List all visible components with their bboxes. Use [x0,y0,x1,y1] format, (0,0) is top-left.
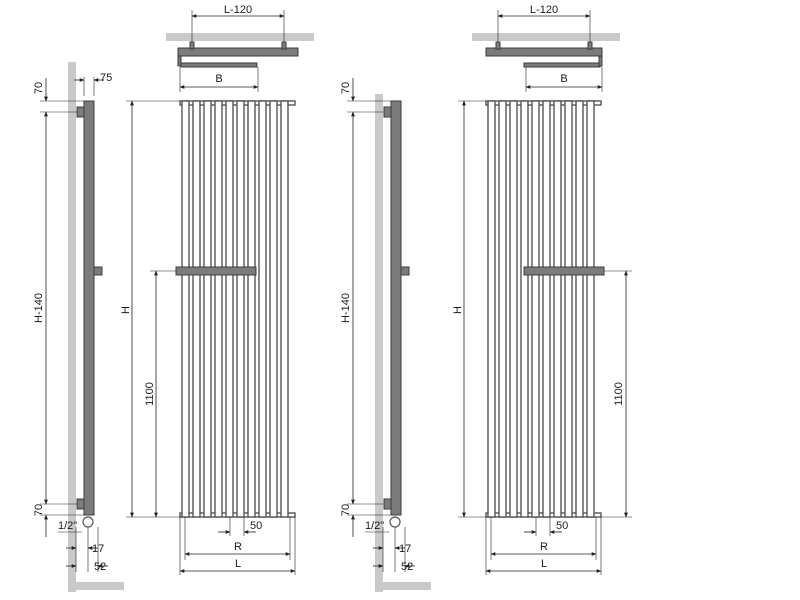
right-connection-label: 1/2" [365,520,384,532]
left-ceiling-wall [166,33,314,41]
right-ceiling-wall [472,33,620,41]
left-pipe-span-label: R [234,541,242,553]
right-top-mounting-rail [485,47,603,57]
left-tube-2 [192,100,201,518]
right-towel-bar [523,266,605,276]
right-tube-5 [531,100,540,518]
left-top-view: L-120 B [166,4,314,92]
left-tube-3 [203,100,212,518]
right-height-label: H [452,306,464,314]
right-lower-wall-bracket [383,498,392,510]
right-tube-3 [509,100,518,518]
left-front-view: H 1100 50 R L [120,100,296,575]
right-side-radiator-body [390,100,402,516]
left-tube-9 [269,100,278,518]
right-tube-9 [575,100,584,518]
left-top-mounting-rail [177,47,299,57]
left-wall [68,62,76,592]
right-tube-1 [487,100,496,518]
left-lower-wall-bracket [76,498,85,510]
right-tube-4 [520,100,529,518]
right-tube-6 [542,100,551,518]
left-pipe-gap-label: 50 [250,520,262,532]
left-connection-label: 1/2" [58,520,77,532]
left-top-bracket-b [281,41,287,50]
right-top-bracket-b [587,41,593,50]
right-bottom-offset-label: 70 [340,504,352,516]
left-side-view: 75 70 H-140 70 1/2" 17 52 [33,62,124,592]
right-tube-7 [553,100,562,518]
right-tube-8 [564,100,573,518]
left-tube-5 [225,100,234,518]
right-pipe-span-label: R [540,541,548,553]
left-tube-7 [247,100,256,518]
left-top-bracket-a [189,41,195,50]
right-valve-connector [389,516,401,528]
right-top-side-profile [598,55,603,67]
left-depth-label: 75 [100,72,112,84]
right-tube-10 [586,100,595,518]
right-floor [375,582,431,590]
left-tube-6 [236,100,245,518]
right-wall [375,94,383,592]
left-variant: 75 70 H-140 70 1/2" 17 52 [33,4,314,592]
left-tube-1 [181,100,190,518]
right-tube-2 [498,100,507,518]
left-tube-4 [214,100,223,518]
right-towel-bar-height-label: 1100 [613,382,625,406]
left-floor [68,582,124,590]
left-towel-bar-profile [93,266,103,276]
left-towel-bar-height-label: 1100 [144,382,156,406]
right-variant: 70 H-140 70 1/2" 17 52 L-1 [340,4,632,592]
right-bracket-spacing-label: L-120 [530,4,558,16]
right-width-label: B [560,73,567,85]
left-height-label: H [120,306,132,314]
left-top-side-profile [177,55,182,67]
left-mount-span-label: H-140 [33,293,45,323]
right-pipe-depth-label: 52 [401,561,413,573]
left-width-label: B [215,73,222,85]
right-pipe-gap-label: 50 [556,520,568,532]
left-bottom-offset-label: 70 [33,504,45,516]
right-upper-wall-bracket [383,106,392,118]
right-top-radiator-profile [523,62,601,68]
right-side-view: 70 H-140 70 1/2" 17 52 [340,78,431,592]
right-top-offset-label: 70 [340,82,352,94]
left-bracket-spacing-label: L-120 [224,4,252,16]
right-top-bracket-a [495,41,501,50]
left-tube-10 [280,100,289,518]
right-top-view: L-120 B [472,4,620,92]
left-tube-8 [258,100,267,518]
right-towel-bar-profile [400,266,410,276]
right-front-view: H 1100 50 R L [452,100,632,575]
left-top-offset-label: 70 [33,82,45,94]
right-length-label: L [541,558,547,570]
left-upper-wall-bracket [76,106,85,118]
left-side-radiator-body [83,100,95,516]
left-valve-connector [82,516,94,528]
left-towel-bar [175,266,257,276]
left-length-label: L [235,558,241,570]
left-pipe-depth-label: 52 [94,561,106,573]
right-mount-span-label: H-140 [340,293,352,323]
left-top-radiator-profile [180,62,258,68]
